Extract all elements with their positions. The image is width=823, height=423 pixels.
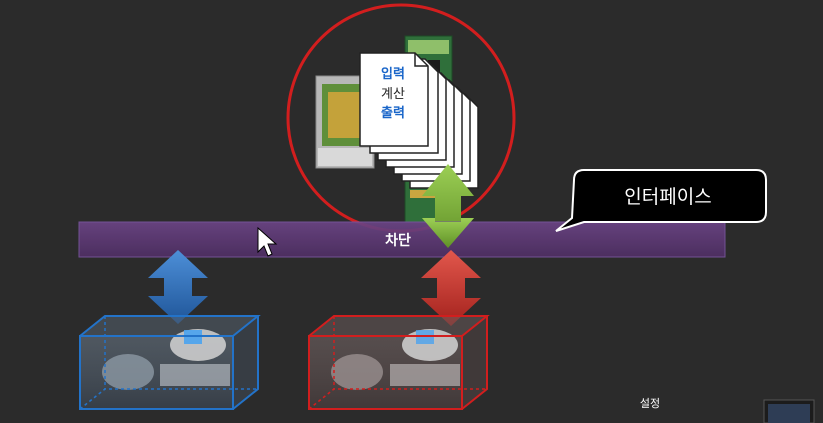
hard-disk-icon: [331, 354, 460, 390]
page-text-output: 출력: [381, 105, 405, 121]
page-text-input: 입력: [381, 67, 405, 82]
barrier-bar: 차단: [78, 221, 726, 258]
mouse-pointer-icon: [257, 226, 278, 257]
callout-label: 인터페이스: [624, 186, 711, 208]
page-stack: 입력 계산 출력: [359, 52, 479, 189]
red-device-box: [308, 315, 490, 410]
settings-label[interactable]: 설정: [640, 397, 660, 410]
green-arrow-tip: [422, 218, 474, 248]
barrier-label: 차단: [385, 232, 411, 249]
red-double-arrow: [421, 250, 481, 326]
interface-callout: 인터페이스: [555, 169, 767, 232]
mouse-icon: [170, 329, 226, 361]
blue-device-box: [79, 315, 261, 410]
thumbnail-window[interactable]: [763, 399, 815, 423]
blue-double-arrow: [148, 250, 208, 324]
page-text-compute: 계산: [381, 87, 405, 102]
hard-disk-icon: [102, 354, 230, 390]
